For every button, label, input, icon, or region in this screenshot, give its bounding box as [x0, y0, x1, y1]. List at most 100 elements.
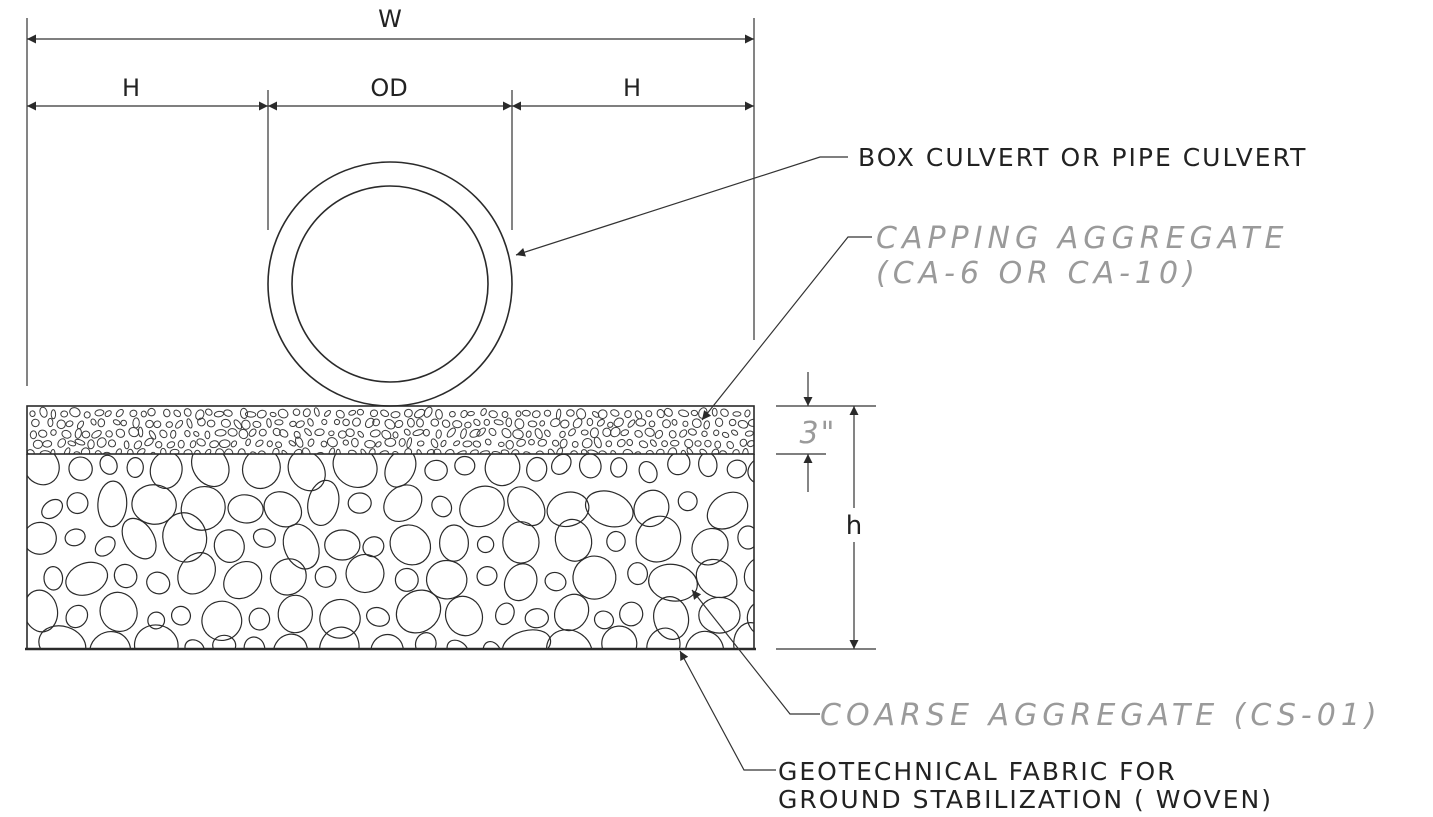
capping-callout-line1: CAPPING AGGREGATE	[876, 221, 1288, 256]
capping-pebble	[587, 449, 599, 454]
capping-pebble	[682, 420, 689, 427]
fabric-leader	[679, 650, 776, 771]
coarse-stone	[601, 625, 638, 649]
capping-pebble	[163, 408, 171, 418]
capping-pebble	[50, 429, 57, 436]
capping-pebble	[193, 449, 202, 454]
coarse-stone	[65, 604, 89, 629]
coarse-stone	[38, 625, 87, 649]
capping-pebble	[165, 421, 173, 428]
capping-pebble	[105, 430, 113, 438]
capping-pebble	[560, 419, 570, 429]
capping-pebble	[512, 429, 524, 440]
coarse-stone	[667, 454, 691, 476]
coarse-stone	[653, 596, 690, 640]
capping-pebble	[711, 448, 720, 454]
coarse-stone	[424, 459, 448, 482]
capping-pebble	[661, 440, 668, 448]
coarse-callout: COARSE AGGREGATE (CS-01)	[820, 698, 1382, 733]
coarse-stone	[706, 491, 749, 530]
capping-pebble	[535, 450, 545, 454]
capping-pebble	[744, 409, 751, 418]
capping-pebble	[320, 440, 328, 448]
capping-pebble	[277, 408, 289, 419]
capping-pebble	[444, 449, 455, 454]
coarse-stone	[438, 524, 469, 562]
capping-pebble	[333, 418, 341, 426]
capping-pebble	[147, 407, 156, 417]
capping-pebble	[115, 448, 122, 454]
capping-pebble	[576, 408, 587, 420]
capping-pebble	[102, 451, 112, 454]
capping-pebble	[220, 418, 231, 428]
capping-pebble	[91, 430, 102, 439]
capping-pebble	[544, 429, 551, 438]
capping-pebble	[104, 410, 112, 418]
capping-pebble	[97, 418, 106, 428]
coarse-stone	[64, 528, 86, 547]
capping-pebble	[416, 418, 424, 428]
capping-pebble	[656, 409, 665, 419]
capping-pebble	[384, 437, 397, 447]
capping-pebble	[552, 439, 560, 447]
capping-pebble	[501, 428, 512, 439]
coarse-stone	[370, 633, 404, 649]
coarse-stone	[88, 630, 132, 649]
coarse-stone	[482, 640, 502, 649]
capping-pebble	[403, 408, 413, 418]
coarse-stone	[395, 589, 442, 634]
capping-pebble	[177, 439, 185, 449]
coarse-stone	[97, 480, 128, 528]
capping-pebble	[196, 438, 206, 447]
coarse-stone	[593, 610, 615, 630]
capping-pebble	[213, 410, 225, 418]
haunch-label-left: H	[122, 74, 140, 102]
coarse-stone	[277, 594, 314, 634]
coarse-leader	[691, 589, 820, 715]
capping-pebble	[250, 451, 258, 454]
capping-pebble	[186, 418, 193, 429]
coarse-stone	[383, 484, 423, 523]
capping-pebble	[412, 429, 424, 437]
coarse-stone	[162, 512, 208, 563]
capping-pebble	[467, 410, 475, 417]
capping-pebble	[406, 417, 415, 428]
capping-pebble	[737, 419, 749, 429]
capping-pebble	[476, 427, 486, 437]
capping-pebble	[714, 417, 724, 427]
capping-pebble	[392, 431, 399, 439]
capping-pebble	[559, 438, 568, 449]
capping-pebble	[654, 429, 664, 439]
capping-pebble	[335, 409, 345, 419]
coarse-stone	[431, 495, 453, 518]
coarse-stone	[319, 598, 361, 639]
capping-pebble	[694, 440, 702, 447]
coarse-stone	[610, 457, 628, 478]
capping-pebble	[398, 438, 406, 447]
coarse-stone	[635, 515, 682, 563]
capping-pebble	[272, 447, 280, 454]
capping-pebble	[498, 441, 505, 448]
coarse-stone	[648, 563, 698, 602]
coarse-stone	[272, 633, 308, 649]
capping-pebble	[348, 449, 357, 454]
coarse-stone	[241, 454, 281, 490]
coarse-stone	[318, 626, 360, 649]
capping-pebble	[175, 419, 184, 429]
capping-pebble	[140, 410, 147, 418]
capping-pebble	[516, 438, 526, 447]
coarse-stone	[733, 621, 754, 649]
coarse-stone	[212, 634, 237, 649]
capping-pebble	[610, 426, 621, 438]
capping-pebble	[537, 438, 548, 447]
capping-pebble	[183, 408, 192, 417]
capping-pebble	[159, 429, 168, 439]
coarse-stone	[502, 521, 540, 564]
capping-pebble	[662, 419, 671, 429]
capping-pebble	[293, 448, 303, 454]
capping-pebble	[559, 430, 566, 438]
capping-pebble	[610, 450, 617, 454]
coarse-stone	[252, 528, 276, 548]
capping-pebble	[691, 418, 702, 429]
coarse-stone	[99, 454, 118, 475]
